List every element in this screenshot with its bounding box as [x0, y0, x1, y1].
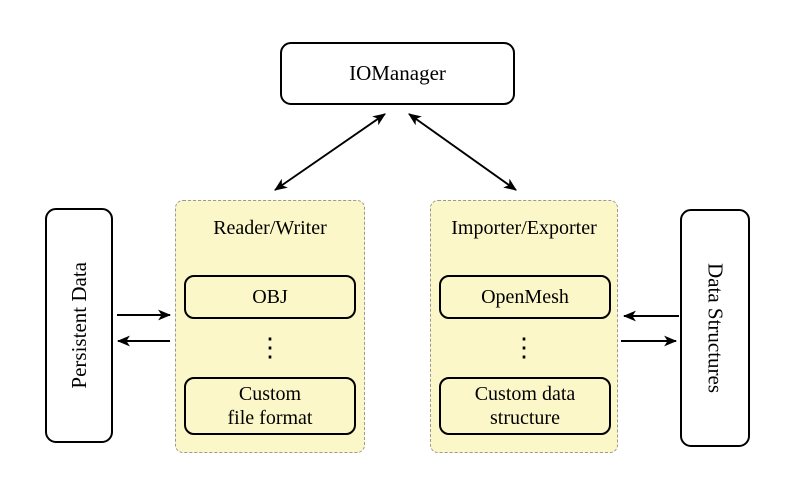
node-custom-file-format: Custom file format [184, 377, 356, 435]
node-data-structures: Data Structures [680, 209, 750, 447]
group-importer-exporter-title: Importer/Exporter [451, 217, 597, 239]
ellipsis-importer-exporter: ⋮ [511, 333, 537, 362]
node-persistent-data: Persistent Data [45, 208, 113, 443]
node-data-structures-label: Data Structures [703, 262, 728, 394]
node-persistent-data-label: Persistent Data [66, 262, 91, 389]
arrow-iomanager-reader-writer [274, 113, 386, 191]
node-custom-data-structure: Custom data structure [439, 377, 611, 435]
node-iomanager: IOManager [280, 42, 515, 105]
group-importer-exporter: Importer/Exporter OpenMesh ⋮ Custom data… [430, 200, 618, 453]
node-openmesh: OpenMesh [439, 275, 611, 319]
arrow-iomanager-importer-exporter [408, 113, 517, 191]
group-reader-writer-title: Reader/Writer [213, 217, 327, 239]
group-reader-writer: Reader/Writer OBJ ⋮ Custom file format [175, 200, 365, 453]
ellipsis-reader-writer: ⋮ [257, 333, 283, 362]
node-obj: OBJ [184, 275, 356, 319]
node-iomanager-label: IOManager [349, 61, 446, 85]
